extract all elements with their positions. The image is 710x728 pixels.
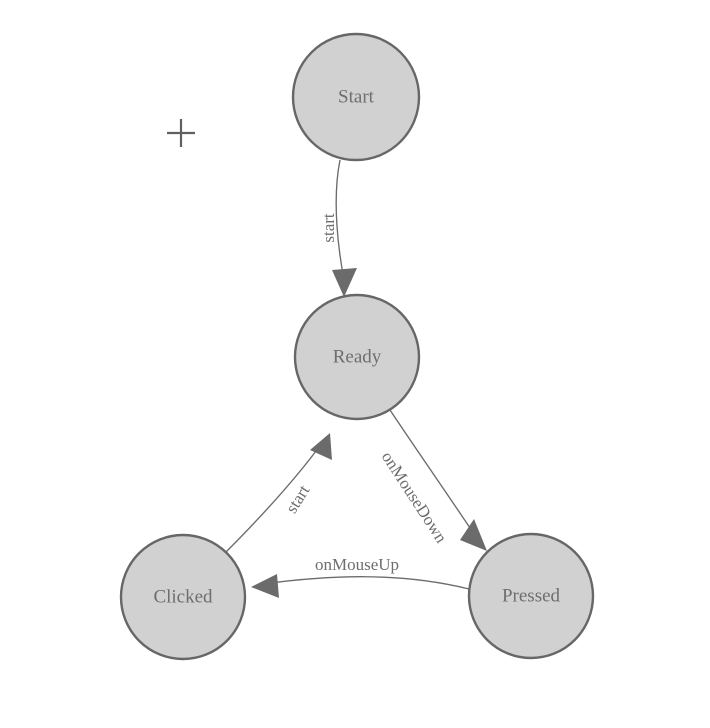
edge-label-ready-to-pressed: onMouseDown — [378, 448, 451, 547]
node-group: Start Ready Clicked Pressed — [119, 32, 595, 661]
node-shape — [293, 293, 421, 421]
edge-clicked-to-ready[interactable]: start — [223, 433, 332, 555]
node-ready[interactable]: Ready — [293, 293, 421, 421]
edge-start-to-ready[interactable]: start — [319, 159, 357, 297]
arrowhead-icon — [251, 574, 279, 598]
node-shape — [467, 532, 595, 660]
edge-label-start-to-ready: start — [319, 213, 338, 243]
plus-marker[interactable] — [167, 119, 195, 147]
node-clicked[interactable]: Clicked — [119, 533, 247, 661]
edge-path — [262, 576, 470, 590]
node-shape — [119, 533, 247, 661]
node-label-clicked: Clicked — [153, 586, 213, 607]
node-shape — [291, 32, 421, 162]
node-start[interactable]: Start — [291, 32, 421, 162]
arrowhead-icon — [332, 268, 357, 297]
edge-label-pressed-to-clicked: onMouseUp — [315, 555, 399, 574]
node-label-pressed: Pressed — [502, 585, 561, 606]
arrowhead-icon — [460, 519, 487, 551]
edge-ready-to-pressed[interactable]: onMouseDown — [378, 409, 487, 551]
arrowhead-icon — [310, 433, 332, 460]
node-pressed[interactable]: Pressed — [467, 532, 595, 660]
node-label-start: Start — [338, 86, 375, 107]
edge-pressed-to-clicked[interactable]: onMouseUp — [251, 555, 470, 598]
edge-path — [223, 442, 323, 555]
node-label-ready: Ready — [333, 346, 382, 367]
